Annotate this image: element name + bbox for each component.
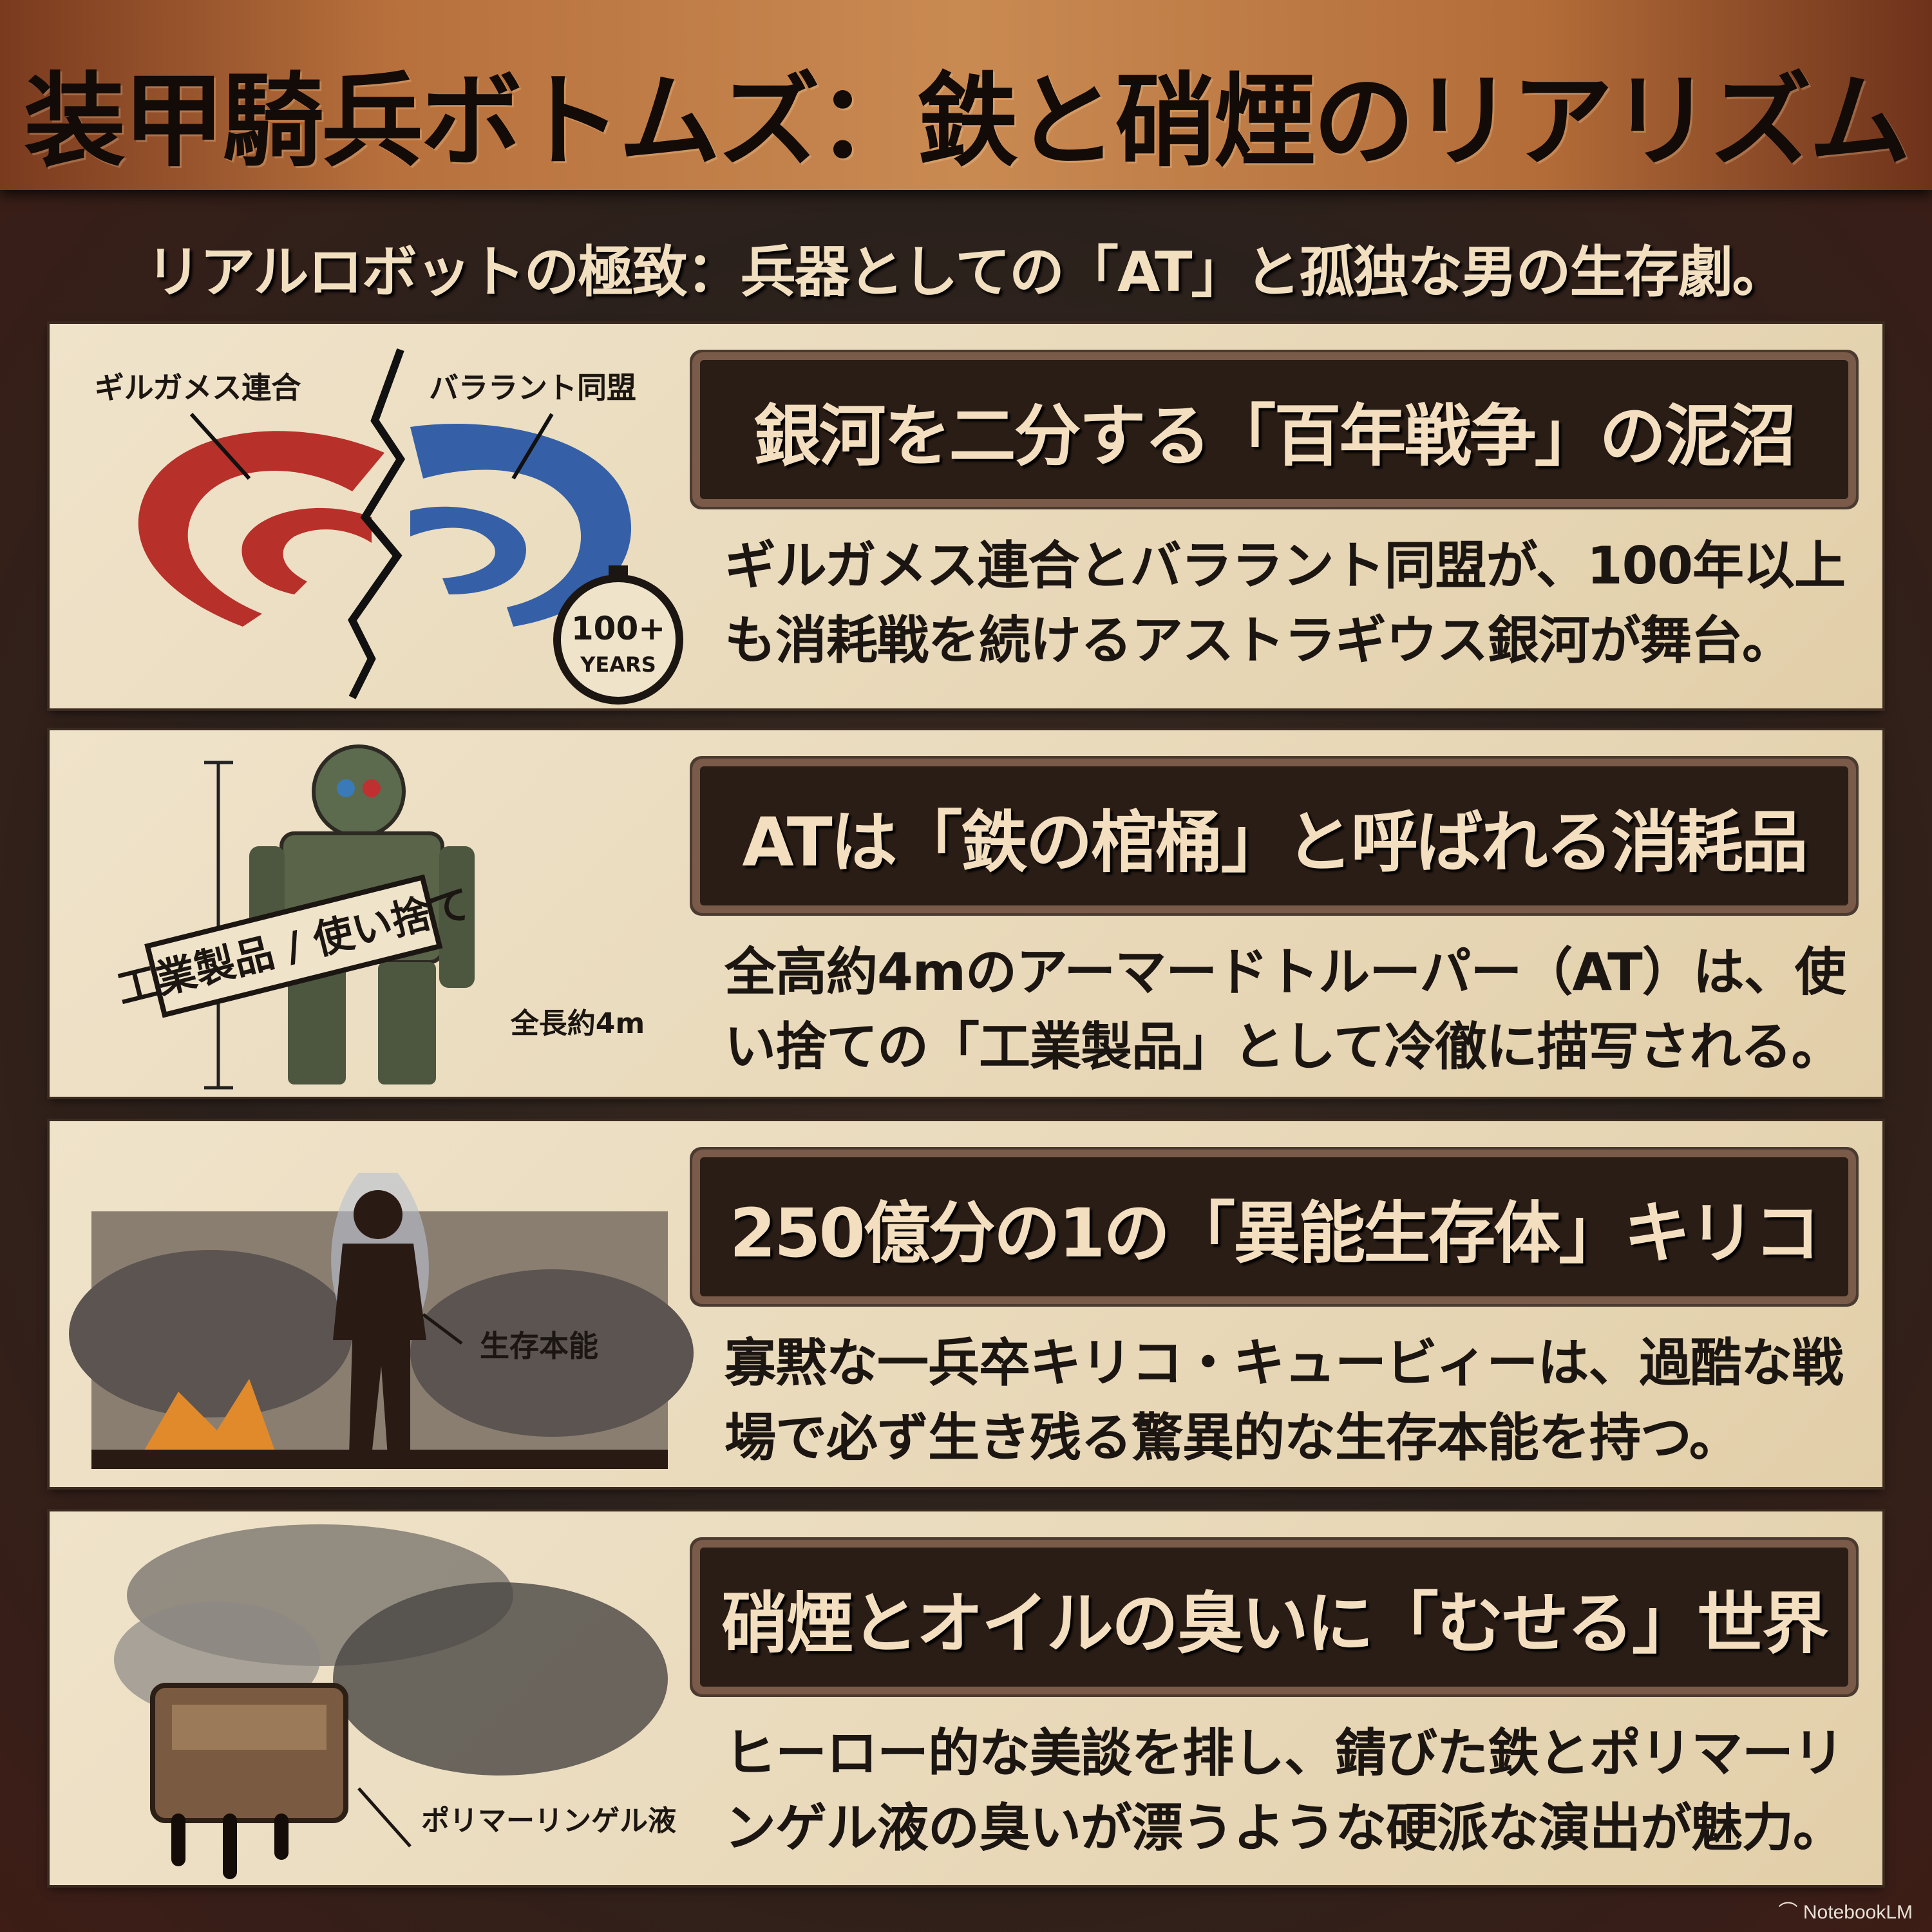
rusty-engine-icon: ポリマーリンゲル液 [114, 1524, 676, 1879]
fluid-label: ポリマーリンゲル液 [421, 1804, 676, 1837]
section-body: ヒーロー的な美談を排し、錆びた鉄とポリマーリンゲル液の臭いが漂うような硬派な演出… [724, 1723, 1844, 1858]
panel-kiriko: 生存本能 250億分の1の「異能生存体」キリコ 寡黙な一兵卒キリコ・キュービィー… [50, 1121, 1882, 1487]
panel-smoke-oil: ポリマーリンゲル液 硝煙とオイルの臭いに「むせる」世界 ヒーロー的な美談を排し、… [50, 1511, 1882, 1885]
section-body: 全高約4mのアーマードトルーパー（AT）は、使い捨ての「工業製品」として冷徹に描… [724, 942, 1846, 1077]
soldier-silhouette-icon: 生存本能 [69, 1173, 694, 1469]
section-heading-plate: 250億分の1の「異能生存体」キリコ [700, 1157, 1848, 1296]
section-heading-plate: 硝煙とオイルの臭いに「むせる」世界 [700, 1548, 1848, 1687]
watermark: ⌒ NotebookLM [1778, 1902, 1913, 1923]
mecha-robot-icon: 工業製品 / 使い捨て 全長約4m [113, 744, 645, 1090]
panel-at-consumable: 工業製品 / 使い捨て 全長約4m ATは「鉄の棺桶」と呼ばれる消耗品 全高約4… [50, 730, 1882, 1097]
section-heading: 銀河を二分する「百年戦争」の泥沼 [753, 396, 1796, 475]
faction-label-balarant: バララント同盟 [429, 370, 636, 405]
instinct-label: 生存本能 [480, 1329, 598, 1363]
section-body: 寡黙な一兵卒キリコ・キュービィーは、過酷な戦場で必ず生き残る驚異的な生存本能を持… [724, 1333, 1843, 1468]
faction-label-gilgamesh: ギルガメス連合 [95, 370, 301, 405]
split-galaxy-icon: ギルガメス連合 バララント同盟 100+ YEARS [95, 348, 683, 705]
timer-label-bottom: YEARS [580, 652, 656, 677]
panel-hundred-year-war: ギルガメス連合 バララント同盟 100+ YEARS 銀河を二分する「百年戦争」… [50, 324, 1882, 708]
page-title: 装甲騎兵ボトムズ：鉄と硝煙のリアリズム [24, 62, 1911, 181]
stopwatch-icon: 100+ YEARS [553, 565, 683, 705]
section-body: ギルガメス連合とバララント同盟が、100年以上も消耗戦を続けるアストラギウス銀河… [724, 536, 1846, 670]
section-heading-plate: 銀河を二分する「百年戦争」の泥沼 [700, 360, 1848, 499]
timer-label-top: 100+ [571, 610, 665, 647]
section-heading-plate: ATは「鉄の棺桶」と呼ばれる消耗品 [700, 766, 1848, 905]
section-heading: 250億分の1の「異能生存体」キリコ [729, 1193, 1821, 1273]
watermark-text: NotebookLM [1803, 1902, 1913, 1923]
height-label: 全長約4m [510, 1007, 645, 1040]
subtitle: リアルロボットの極致：兵器としての「AT」と孤独な男の生存劇。 [146, 240, 1787, 305]
section-heading: ATは「鉄の棺桶」と呼ばれる消耗品 [742, 802, 1808, 882]
title-banner: 装甲騎兵ボトムズ：鉄と硝煙のリアリズム [0, 0, 1932, 190]
section-heading: 硝煙とオイルの臭いに「むせる」世界 [721, 1584, 1829, 1663]
